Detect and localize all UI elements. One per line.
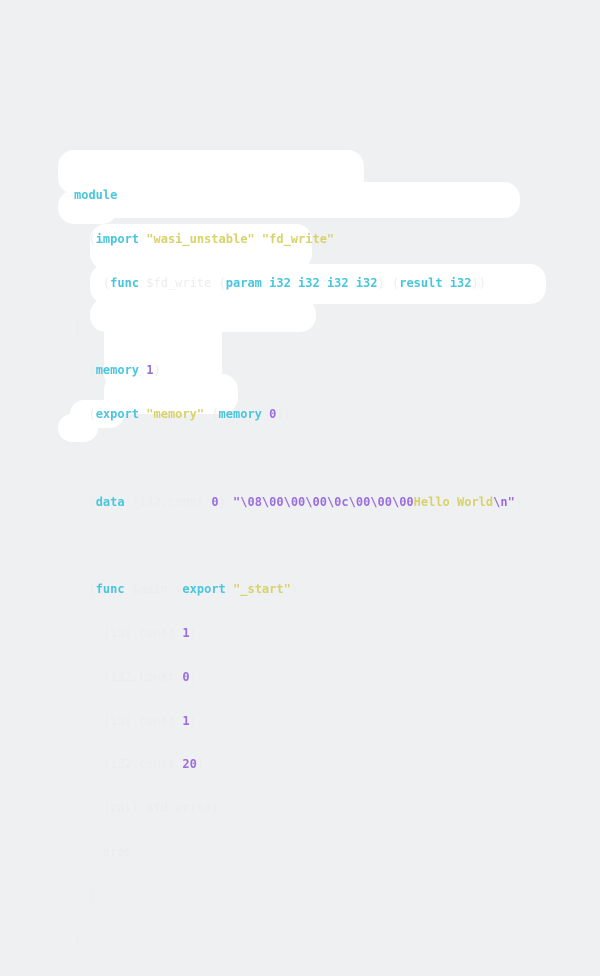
code-line-const-20: (i32.const 20) [102,757,205,772]
func-keyword: func [110,275,140,290]
const-keyword-2: i32.const [110,669,176,684]
code-line-import: (import "wasi_unstable" "fd_write" [88,231,335,246]
export-memory-name: "memory" [146,407,205,422]
code-line-func-main: (func $main (export "_start") [88,582,299,597]
code-line-const-1b: (i32.const 1) [102,713,197,728]
main-export-keyword: export [182,582,226,597]
memory-ref-value: 0 [269,407,277,422]
memory-ref-keyword: memory [218,407,262,422]
code-line-const-1: (i32.const 1) [102,626,197,640]
const-keyword-4: i32.const [110,757,176,772]
data-bytes: "\08\00\00\00\0c\00\00\00 [233,494,414,509]
data-text: Hello World [413,494,494,509]
code-line-call: (call $fd_write) [102,801,219,816]
const-keyword-3: i32.const [110,713,176,728]
data-offset: 0 [211,494,219,509]
const-keyword-1: i32.const [110,626,176,640]
data-keyword: data [95,494,125,509]
code-line-close-import: ) [74,319,82,334]
code-line-data: (data (i32.const 0) "\08\00\00\00\0c\00\… [88,494,523,509]
code-line-blank-2 [74,538,522,553]
func-name: $fd_write [146,275,212,290]
sticker-outline-func-import [84,182,520,218]
result-type: i32 [449,275,472,290]
export-start-name: "_start" [233,582,291,597]
code-line-const-0: (i32.const 0) [102,669,197,684]
sticker-outline-close-outer [58,414,98,442]
code-line-memory: (memory 1) [88,363,161,378]
const-value-0: 0 [182,669,190,684]
const-value-1: 1 [182,626,190,640]
import-module-string: "wasi_unstable" [146,231,255,246]
main-func-keyword: func [95,582,125,597]
result-keyword: result [399,275,443,290]
sticker-outline-left-col [58,190,118,224]
code-line-close-func: ) [88,888,96,903]
const-value-20: 20 [182,757,197,772]
drop-instruction: drop [102,844,132,859]
code-line-drop: drop [74,845,522,860]
memory-value: 1 [146,363,154,378]
module-keyword: module [74,188,118,203]
sticker-outline-call-drop [104,374,238,414]
param-keyword: param [225,275,262,290]
sticker-outline-data [90,264,546,304]
const-value-1b: 1 [182,713,190,728]
param-types: i32 i32 i32 i32 [269,275,378,290]
main-func-name: $main [131,582,168,597]
data-newline: \n" [493,494,515,509]
import-name-string: "fd_write" [261,231,335,246]
code-line-import-func: (func $fd_write (param i32 i32 i32 i32) … [102,275,486,290]
code-line-close-module: ) [74,932,82,947]
code-line-export-memory: (export "memory" (memory 0)) [88,407,291,422]
data-i32-const: i32.const [139,494,205,509]
memory-keyword: memory [95,363,140,378]
sticker-outline-memory [90,224,312,270]
code-sticker: module (import "wasi_unstable" "fd_write… [58,150,546,772]
import-keyword: import [95,231,140,246]
code-line-module: module [74,188,522,203]
call-instruction: call $fd_write [110,801,212,816]
export-keyword: export [95,407,140,422]
code-line-blank [74,451,522,466]
code-block: module (import "wasi_unstable" "fd_write… [74,159,522,976]
